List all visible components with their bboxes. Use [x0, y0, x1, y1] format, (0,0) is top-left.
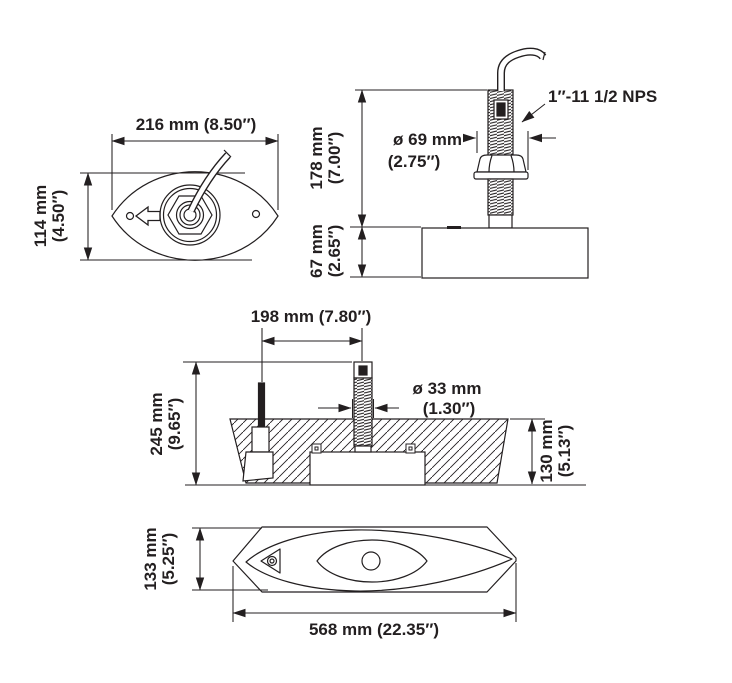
install-view: 198 mm (7.80″) 245 mm (9.65″) ø 33 mm (1… [147, 307, 586, 486]
overall-height-dimension: 245 mm (9.65″) [147, 361, 201, 486]
bottom-height-dimension: 133 mm (5.25″) [141, 527, 268, 591]
stem-plain-section [488, 214, 513, 229]
bottom-length-label: 568 mm (22.35″) [309, 620, 439, 639]
thread-spec-callout: 1″-11 1/2 NPS [521, 87, 657, 123]
hull-thickness-label-mm: 130 mm [537, 419, 556, 482]
cable-core [188, 153, 230, 213]
stem-ring-outer [159, 184, 221, 246]
clip-body [311, 443, 322, 454]
housing-clip-right [405, 443, 416, 454]
stem-height-dimension: 178 mm (7.00″) [307, 89, 367, 228]
cable-end-cap [223, 149, 232, 158]
stem-height-label-in: (7.00″) [325, 132, 344, 185]
clip-body [405, 443, 416, 454]
retainer-detail [260, 548, 281, 574]
bottom-height-label-mm: 133 mm [141, 527, 160, 590]
main-stem-section [353, 361, 373, 453]
top-width-dimension: 216 mm (8.50″) [111, 115, 279, 210]
eye-center-plug [361, 551, 381, 571]
retainer-ring [266, 555, 278, 567]
bottom-height-label-in: (5.25″) [159, 533, 178, 586]
stem-height-label-mm: 178 mm [307, 126, 326, 189]
cable-core [498, 49, 546, 91]
clip-pin [314, 446, 319, 451]
top-height-dimension: 114 mm (4.50″) [31, 172, 252, 261]
fairing-leaf-face [245, 529, 513, 592]
bottom-view: 133 mm (5.25″) 568 mm (22.35″) [141, 526, 517, 639]
threaded-stem-lower [487, 178, 514, 216]
stem-cable-hole [358, 365, 368, 376]
transducer-eye-insert [316, 539, 428, 583]
stem-diameter-label-in: (1.30″) [423, 399, 476, 418]
fairing-top-outline [111, 171, 279, 261]
sensor-mount-lower [242, 451, 274, 482]
overall-height-label-in: (9.65″) [165, 398, 184, 451]
top-height-label-mm: 114 mm [31, 185, 50, 247]
nut-diameter-label-mm: ø 69 mm [393, 130, 462, 149]
nut-facet-left [488, 155, 493, 173]
cable-hole [496, 102, 506, 117]
fairing-bottom-outline [232, 526, 517, 593]
offset-dimension: 198 mm (7.80″) [251, 307, 372, 382]
stem-base [354, 445, 372, 453]
stem-threads [353, 377, 373, 447]
stem-diameter-label-mm: ø 33 mm [413, 379, 482, 398]
nut-diameter-dimension: ø 69 mm (2.75″) [388, 130, 556, 171]
bottom-length-dimension: 568 mm (22.35″) [232, 563, 517, 639]
housing-height-label-in: (2.65″) [325, 225, 344, 278]
top-width-label: 216 mm (8.50″) [136, 115, 257, 134]
clip-pin [408, 446, 413, 451]
transducer-housing-section [309, 451, 426, 486]
transducer-housing-side [421, 227, 589, 279]
leader-line [521, 103, 546, 123]
sensor-mount-upper [251, 426, 270, 453]
housing-clip-left [311, 443, 322, 454]
thread-spec-label: 1″-11 1/2 NPS [548, 87, 657, 106]
mounting-hole-left [125, 211, 135, 221]
cable [497, 47, 547, 91]
stem-diameter-dimension: ø 33 mm (1.30″) [318, 379, 481, 418]
nut-facet-right [510, 155, 515, 173]
cable [187, 149, 232, 213]
overall-height-label-mm: 245 mm [147, 392, 166, 455]
side-view: 178 mm (7.00″) 67 mm (2.65″) ø 69 mm (2.… [307, 47, 657, 279]
retainer-pin [269, 558, 275, 564]
hull-thickness-dimension: 130 mm (5.13″) [510, 418, 574, 485]
cable-end-cap [542, 51, 546, 61]
top-view: 216 mm (8.50″) 114 mm (4.50″) [31, 115, 279, 261]
sensor-stem-section [242, 382, 274, 482]
nut-flange [473, 171, 529, 180]
mounting-hole-right [251, 209, 261, 219]
hull-thickness-label-in: (5.13″) [555, 425, 574, 478]
nut-diameter-label-in: (2.75″) [388, 152, 441, 171]
stem-nut-side [476, 154, 527, 173]
stem-ring-3 [175, 200, 205, 230]
housing-height-label-mm: 67 mm [307, 224, 326, 278]
sensor-rod [257, 382, 266, 428]
offset-label: 198 mm (7.80″) [251, 307, 372, 326]
stem-ring-2 [162, 187, 218, 243]
retainer-triangle [260, 548, 281, 574]
housing-height-dimension: 67 mm (2.65″) [307, 224, 367, 278]
top-height-label-in: (4.50″) [49, 190, 68, 243]
